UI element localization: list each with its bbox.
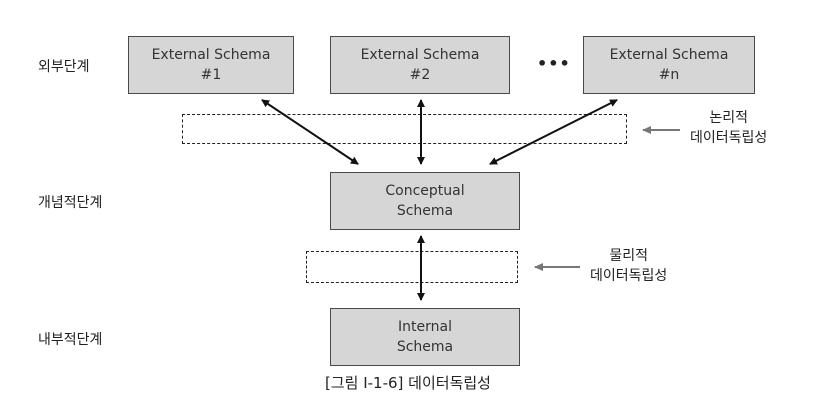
conceptual-schema-box: Conceptual Schema	[330, 172, 520, 230]
internal-schema-line1: Internal	[398, 319, 452, 335]
physical-independence-line2: 데이터독립성	[590, 268, 668, 284]
ellipsis: •••	[537, 54, 571, 73]
external-schema-1-number: #1	[200, 67, 222, 83]
external-schema-2-number: #2	[409, 67, 431, 83]
internal-schema-box: Internal Schema	[330, 308, 520, 366]
logical-independence-line2: 데이터독립성	[690, 130, 768, 146]
conceptual-schema-line2: Schema	[396, 203, 454, 219]
conceptual-schema-line1: Conceptual	[385, 183, 465, 199]
logical-independence-label: 논리적 데이터독립성	[690, 108, 767, 148]
external-schema-2-title: External Schema	[360, 47, 480, 63]
mapping-arrow-external-1	[261, 99, 359, 165]
logical-independence-line1: 논리적	[709, 110, 748, 126]
external-schema-box-2: External Schema #2	[330, 36, 510, 94]
level-label-internal: 내부적단계	[38, 332, 103, 348]
physical-independence-line1: 물리적	[609, 248, 648, 264]
logical-independence-band	[182, 114, 627, 144]
external-schema-box-n: External Schema #n	[583, 36, 755, 94]
figure-caption: [그림 Ⅰ-1-6] 데이터독립성	[325, 374, 491, 392]
physical-independence-band	[306, 251, 518, 283]
external-schema-n-number: #n	[658, 67, 680, 83]
external-schema-box-1: External Schema #1	[128, 36, 294, 94]
level-label-external: 외부단계	[38, 59, 90, 75]
level-label-conceptual: 개념적단계	[38, 195, 103, 211]
physical-independence-label: 물리적 데이터독립성	[590, 246, 667, 286]
external-schema-n-title: External Schema	[609, 47, 729, 63]
internal-schema-line2: Schema	[396, 339, 454, 355]
mapping-arrow-external-n	[489, 99, 618, 165]
external-schema-1-title: External Schema	[151, 47, 271, 63]
